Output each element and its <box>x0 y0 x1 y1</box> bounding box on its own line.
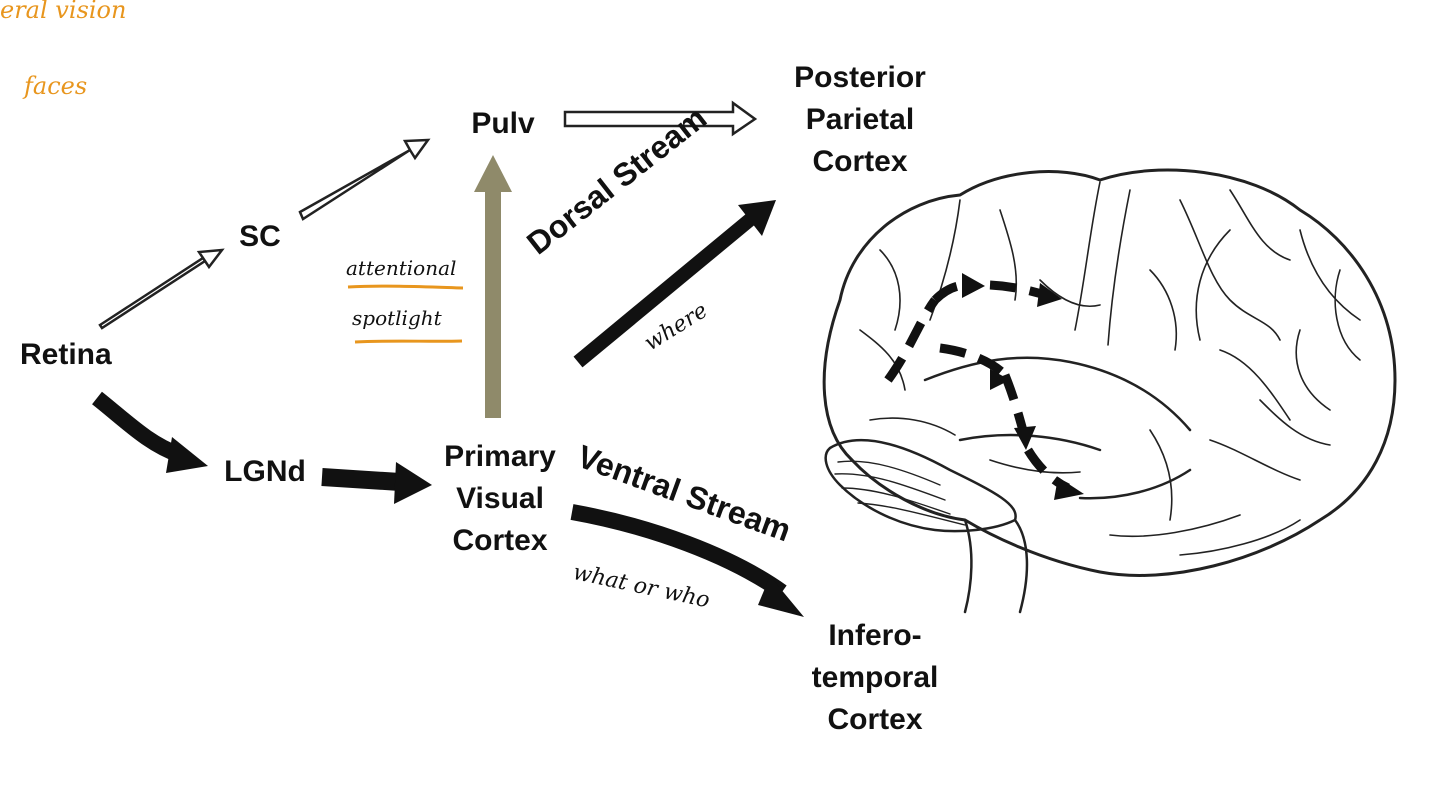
brain-lateral-view-icon <box>822 168 1397 614</box>
note-spotlight: spotlight <box>352 306 442 330</box>
node-lgnd: LGNd <box>224 455 306 488</box>
node-sc: SC <box>239 220 281 253</box>
node-retina: Retina <box>20 338 112 371</box>
arrow-dorsal-stream <box>573 200 776 368</box>
attention-underlines <box>347 284 464 344</box>
node-posterior-parietal-cortex: Posterior Parietal Cortex <box>794 61 926 178</box>
arrow-retina-to-lgnd <box>92 391 208 473</box>
note-corner-faces: faces <box>24 72 88 100</box>
arrow-v1-to-pulv <box>474 155 512 418</box>
note-corner-vision: eral vision <box>0 0 127 24</box>
arrow-sc-to-pulv <box>298 138 431 221</box>
note-attentional: attentional <box>346 256 457 280</box>
arrow-pulv-to-ppc <box>563 100 758 137</box>
arrow-lgnd-to-v1 <box>321 462 432 504</box>
node-pulv: Pulv <box>471 107 535 140</box>
arrow-retina-to-sc <box>98 248 225 330</box>
node-primary-visual-cortex: Primary Visual Cortex <box>444 440 556 557</box>
arrow-ventral-stream <box>570 504 804 617</box>
node-inferotemporal-cortex: Infero- temporal Cortex <box>811 619 939 736</box>
